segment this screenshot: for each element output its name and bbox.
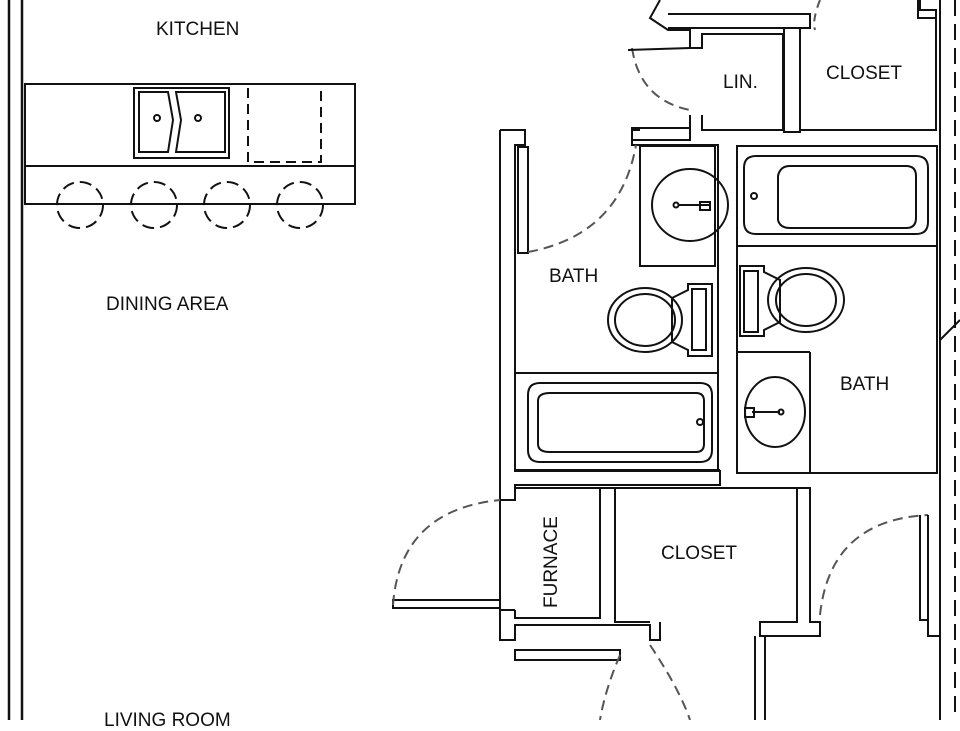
right-bath-toilet	[739, 265, 845, 337]
left-bath-vanity	[639, 145, 729, 267]
left-bath-toilet	[607, 283, 713, 357]
right-bath-vanity	[744, 376, 806, 448]
bottom-door-swings	[599, 514, 929, 720]
right-exterior-wall	[939, 0, 956, 720]
right-door-jambs	[754, 319, 960, 720]
dishwasher	[247, 83, 322, 163]
bath-right-label: BATH	[840, 374, 890, 395]
bar-stools	[56, 181, 324, 229]
furnace-room-walls	[392, 487, 661, 661]
left-exterior-wall	[7, 0, 24, 720]
closet-bottom-label: CLOSET	[661, 543, 738, 564]
bath-left-label: BATH	[549, 266, 599, 287]
linen-closet-walls	[627, 0, 811, 141]
right-bath-tub	[743, 155, 929, 235]
dining-area-label: DINING AREA	[106, 294, 229, 315]
living-room-label: LIVING ROOM	[104, 710, 231, 731]
bottom-closet-walls	[600, 487, 821, 637]
furnace-label: FURNACE	[541, 516, 562, 608]
kitchen-label: KITCHEN	[156, 19, 240, 40]
left-bath-walls	[499, 129, 721, 501]
linen-label: LIN.	[723, 72, 758, 93]
right-bath-walls	[736, 145, 938, 474]
kitchen-counter	[24, 83, 356, 205]
top-closet-walls	[783, 0, 937, 133]
left-bath-tub	[514, 372, 719, 472]
kitchen-sink	[133, 87, 230, 159]
closet-top-label: CLOSET	[826, 63, 903, 84]
